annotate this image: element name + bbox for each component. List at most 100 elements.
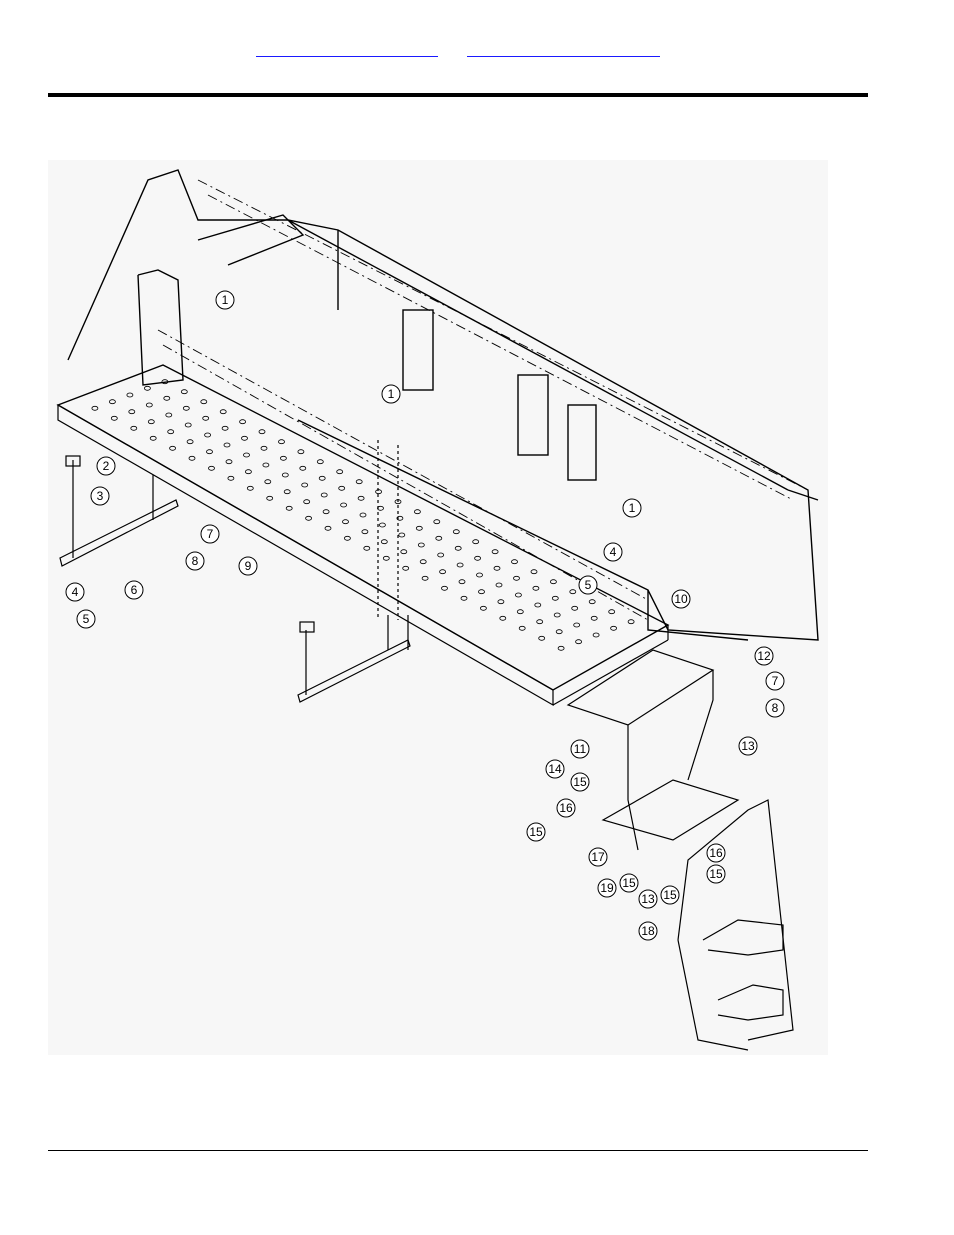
perforation-hole xyxy=(246,485,254,491)
perforation-hole xyxy=(532,585,540,591)
perforation-hole xyxy=(553,612,561,618)
callout-8: 8 xyxy=(185,551,205,571)
perforation-hole xyxy=(534,602,542,608)
perforation-hole xyxy=(478,589,485,595)
header-link-1[interactable] xyxy=(256,44,438,57)
callout-label: 5 xyxy=(585,578,592,592)
perforation-hole xyxy=(145,402,153,408)
callout-6: 6 xyxy=(124,580,144,600)
callout-13: 13 xyxy=(638,889,658,909)
perforation-hole xyxy=(491,549,499,555)
perforation-hole xyxy=(165,412,173,418)
perforation-hole xyxy=(260,445,268,451)
perforation-hole xyxy=(188,455,196,461)
callout-2: 2 xyxy=(96,456,116,476)
callout-label: 1 xyxy=(222,293,229,307)
perforation-hole xyxy=(318,475,326,481)
callout-15: 15 xyxy=(660,885,680,905)
perforation-hole xyxy=(322,509,330,515)
callout-circle xyxy=(638,921,658,941)
perforation-hole xyxy=(441,585,448,591)
perforation-hole xyxy=(264,479,272,485)
callout-label: 15 xyxy=(573,775,587,789)
callout-18: 18 xyxy=(638,921,658,941)
perforation-hole xyxy=(184,422,192,428)
perforation-hole xyxy=(472,539,480,545)
perforation-hole xyxy=(460,595,468,601)
callout-circle xyxy=(65,582,85,602)
perforation-hole xyxy=(400,549,408,555)
perforation-hole xyxy=(219,409,227,415)
perforation-hole xyxy=(279,455,287,461)
perforation-hole xyxy=(378,522,386,528)
callout-label: 9 xyxy=(245,559,252,573)
callout-circle xyxy=(96,456,116,476)
perforation-hole xyxy=(320,492,328,498)
callout-label: 7 xyxy=(207,527,214,541)
perforation-hole xyxy=(513,575,520,581)
callout-1: 1 xyxy=(622,498,642,518)
perforation-hole xyxy=(204,432,212,438)
callout-label: 17 xyxy=(591,850,605,864)
callout-7: 7 xyxy=(200,524,220,544)
perforation-hole xyxy=(221,425,229,431)
callout-label: 13 xyxy=(741,739,755,753)
callout-13: 13 xyxy=(738,736,758,756)
callout-circle xyxy=(765,698,785,718)
callout-label: 8 xyxy=(772,701,779,715)
perforation-hole xyxy=(588,599,596,605)
perforation-hole xyxy=(435,535,443,541)
perforation-hole xyxy=(180,389,188,395)
perforation-hole xyxy=(458,579,466,585)
callout-label: 13 xyxy=(641,892,655,906)
callout-label: 18 xyxy=(641,924,655,938)
perforation-hole xyxy=(109,399,116,405)
callout-label: 2 xyxy=(103,459,110,473)
perforation-hole xyxy=(241,435,248,441)
perforation-hole xyxy=(324,525,332,531)
callout-8: 8 xyxy=(765,698,785,718)
perforation-hole xyxy=(419,559,427,565)
perforation-hole xyxy=(495,582,503,588)
callout-circle xyxy=(200,524,220,544)
callout-circle xyxy=(622,498,642,518)
callout-label: 15 xyxy=(709,867,723,881)
perforation-hole xyxy=(338,485,346,491)
callout-label: 15 xyxy=(663,888,677,902)
callout-circle xyxy=(381,384,401,404)
callout-5: 5 xyxy=(578,575,598,595)
perforation-hole xyxy=(497,599,505,605)
perforation-hole xyxy=(516,609,524,615)
perforation-hole xyxy=(608,609,616,615)
perforation-hole xyxy=(355,479,363,485)
callout-circle xyxy=(238,556,258,576)
callout-15: 15 xyxy=(619,873,639,893)
perforation-hole xyxy=(361,529,369,535)
step-assembly xyxy=(566,649,794,1051)
perforation-hole xyxy=(359,512,367,518)
callout-label: 3 xyxy=(97,489,104,503)
perforation-hole xyxy=(206,449,213,455)
perforation-hole xyxy=(126,392,134,398)
perforation-hole xyxy=(163,395,171,401)
perforation-hole xyxy=(479,605,487,611)
perforation-hole xyxy=(266,495,274,501)
perforation-hole xyxy=(161,379,169,385)
callout-circle xyxy=(215,290,235,310)
callout-circle xyxy=(660,885,680,905)
perforation-hole xyxy=(169,445,176,451)
perforation-hole xyxy=(499,615,507,621)
perforation-hole xyxy=(186,439,194,445)
perforation-hole xyxy=(476,572,483,578)
callout-label: 19 xyxy=(600,881,614,895)
callout-circle xyxy=(765,671,785,691)
callout-label: 12 xyxy=(757,649,771,663)
perforation-hole xyxy=(244,469,252,475)
callout-circle xyxy=(76,609,96,629)
callout-label: 15 xyxy=(529,825,543,839)
callout-circle xyxy=(570,739,590,759)
perforation-hole xyxy=(433,519,441,525)
header-link-2[interactable] xyxy=(467,44,660,57)
perforation-hole xyxy=(452,529,460,535)
